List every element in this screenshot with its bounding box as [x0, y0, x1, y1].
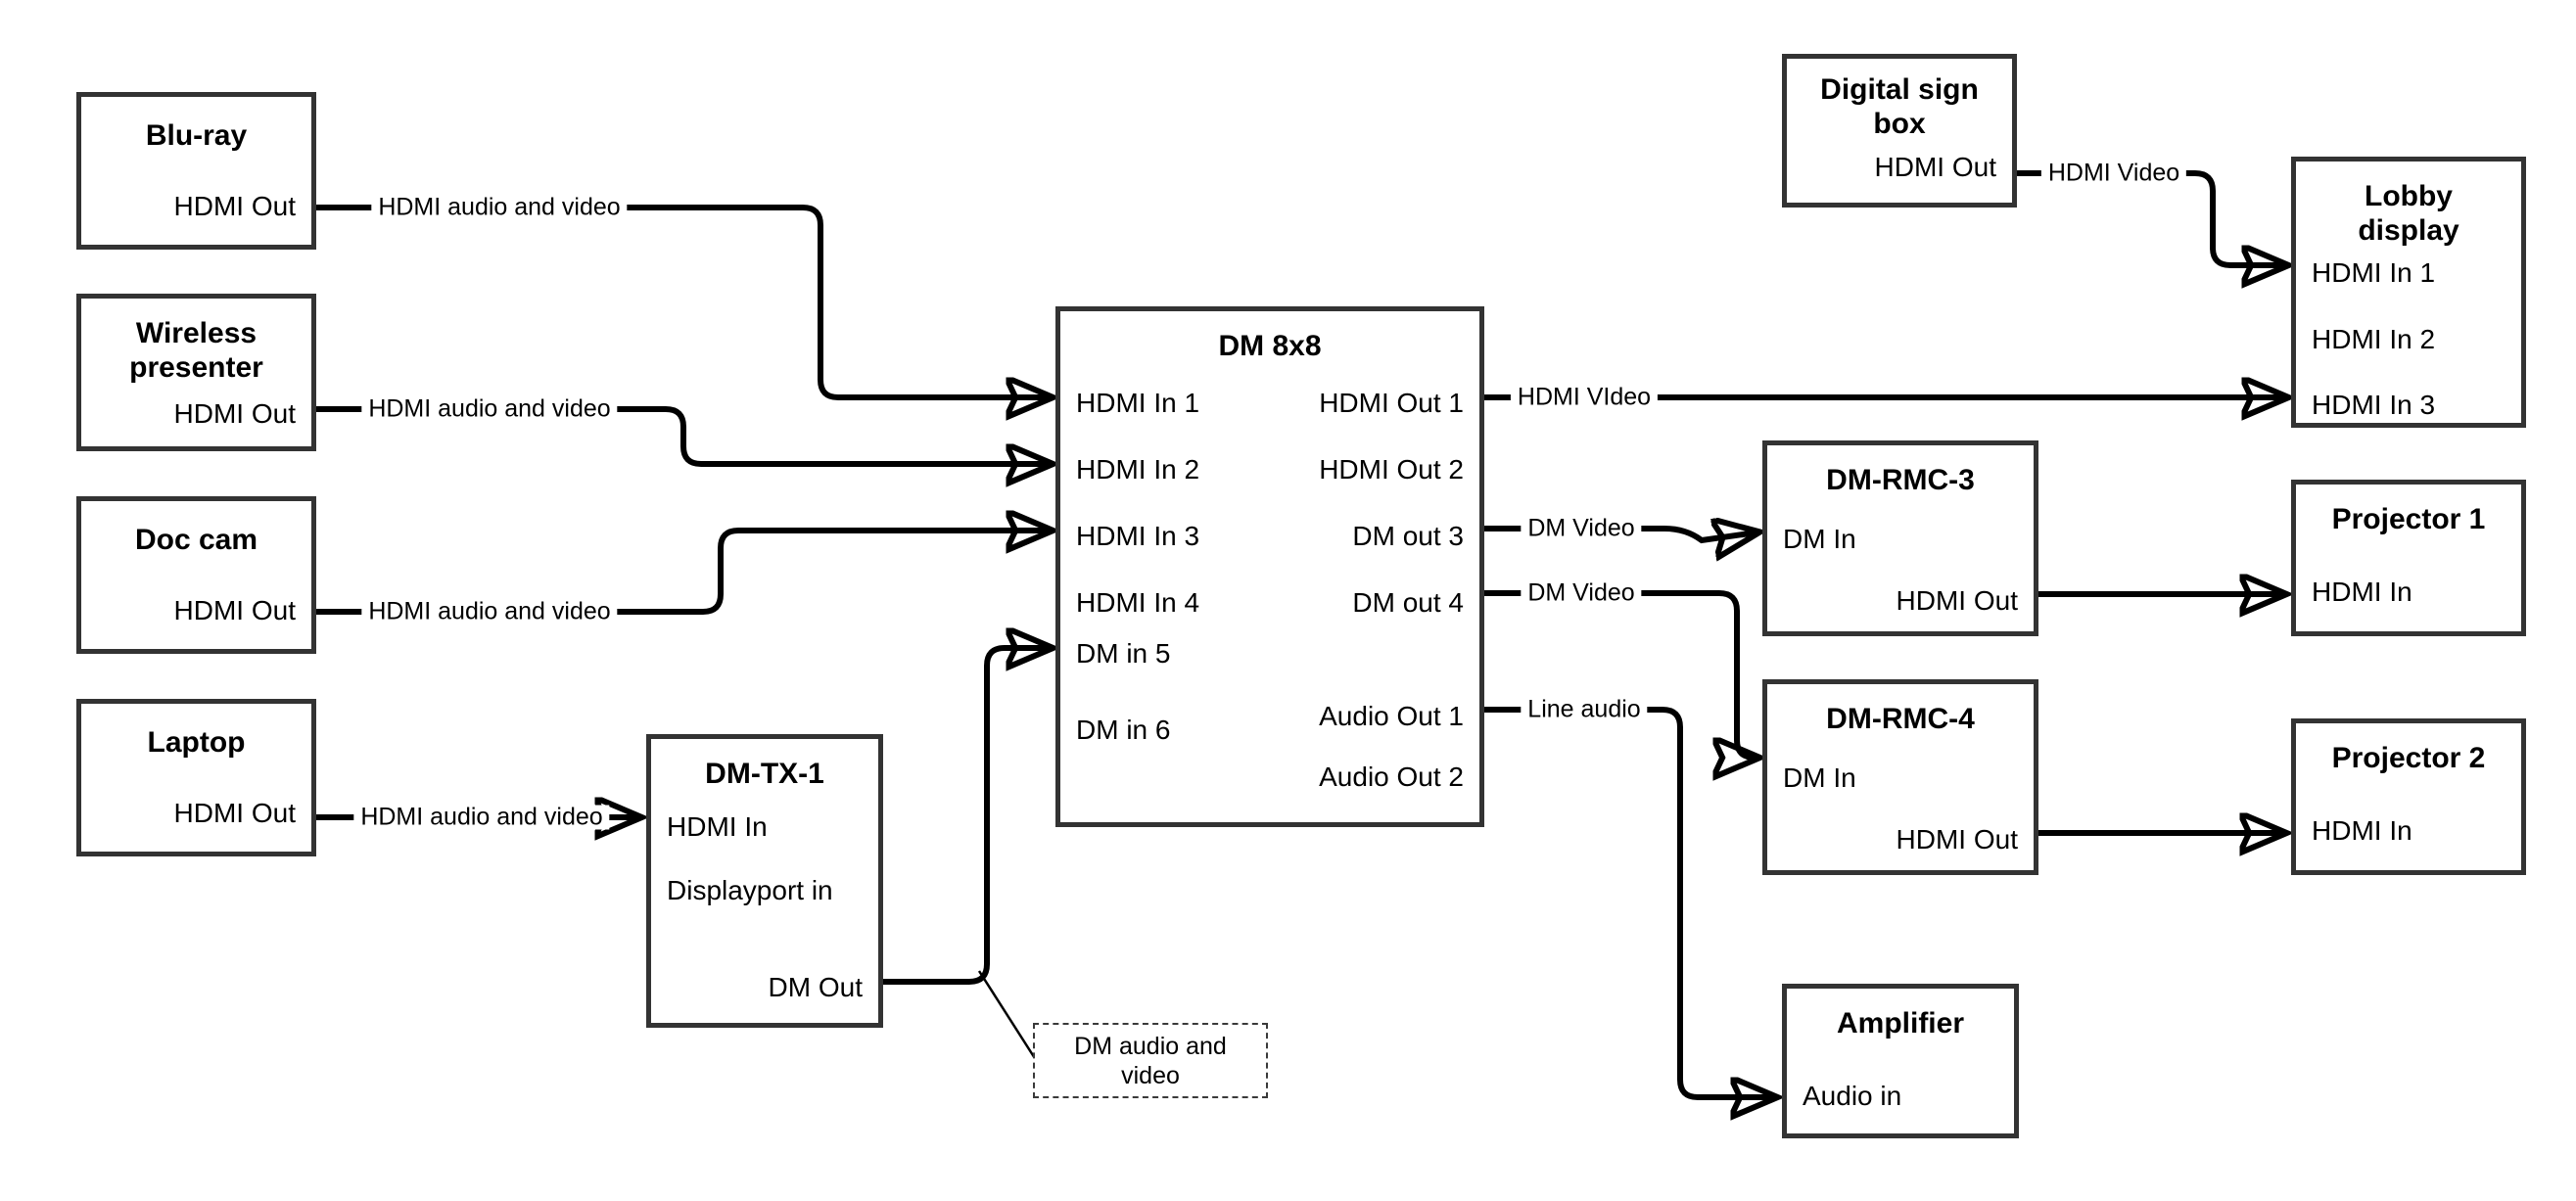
wire-dmtx1-to-dm-in5	[883, 648, 1050, 985]
wire-digitalsign-to-lobby-in1	[2017, 170, 2285, 265]
edge-label-digital-sign: HDMI Video	[2040, 161, 2187, 186]
dm-rmc-4-port-hdmi-out[interactable]: HDMI Out	[1896, 824, 2018, 855]
edge-label-hdmi-out1: HDMI VIdeo	[1510, 385, 1659, 410]
dm-rmc-3-port-dm-in[interactable]: DM In	[1783, 524, 1856, 554]
node-dm-rmc-3[interactable]: DM-RMC-3 DM In HDMI Out	[1762, 440, 2038, 636]
edge-label-wireless: HDMI audio and video	[361, 396, 618, 422]
doc-cam-title: Doc cam	[134, 524, 258, 556]
dm-rmc-4-port-dm-in[interactable]: DM In	[1783, 762, 1856, 793]
laptop-title: Laptop	[147, 726, 246, 759]
doc-cam-port-hdmi-out[interactable]: HDMI Out	[173, 595, 296, 625]
leader-line-dm-audio-video	[977, 970, 1040, 1064]
node-doc-cam[interactable]: Doc cam HDMI Out	[76, 496, 316, 654]
dm-8x8-output-audio-out-2[interactable]: Audio Out 2	[1319, 762, 1464, 792]
dm-8x8-output-dm-out-3[interactable]: DM out 3	[1352, 521, 1464, 551]
node-dm-8x8[interactable]: DM 8x8 HDMI In 1 HDMI In 2 HDMI In 3 HDM…	[1055, 306, 1484, 827]
bluray-title: Blu-ray	[145, 119, 248, 152]
node-projector-1[interactable]: Projector 1 HDMI In	[2291, 480, 2526, 636]
node-bluray[interactable]: Blu-ray HDMI Out	[76, 92, 316, 250]
lobby-display-port-hdmi-in-3[interactable]: HDMI In 3	[2312, 390, 2436, 420]
projector-1-title: Projector 1	[2331, 503, 2486, 535]
wire-audioout1-to-amplifier	[1484, 707, 1774, 1097]
node-digital-sign-box[interactable]: Digital sign box HDMI Out	[1782, 54, 2017, 208]
edge-label-bluray: HDMI audio and video	[371, 195, 628, 220]
dm-8x8-output-audio-out-1[interactable]: Audio Out 1	[1319, 701, 1464, 731]
projector-2-title: Projector 2	[2331, 742, 2486, 774]
note-dm-audio-and-video: DM audio and video	[1033, 1023, 1268, 1098]
dm-8x8-output-hdmi-out-1[interactable]: HDMI Out 1	[1319, 388, 1464, 418]
edge-label-laptop: HDMI audio and video	[353, 805, 610, 830]
dm-8x8-output-dm-out-4[interactable]: DM out 4	[1352, 587, 1464, 618]
digital-sign-box-title: Digital sign box	[1820, 73, 1979, 141]
lobby-display-title: Lobby display	[2358, 180, 2459, 248]
bluray-port-hdmi-out[interactable]: HDMI Out	[173, 191, 296, 221]
wire-dmout3-to-rmc3	[1484, 529, 1756, 540]
dm-8x8-input-hdmi-in-2[interactable]: HDMI In 2	[1076, 454, 1200, 485]
wire-dmout4-to-rmc4	[1484, 590, 1756, 758]
laptop-port-hdmi-out[interactable]: HDMI Out	[173, 798, 296, 828]
node-amplifier[interactable]: Amplifier Audio in	[1782, 984, 2019, 1138]
digital-sign-box-port-hdmi-out[interactable]: HDMI Out	[1874, 152, 1996, 182]
wire-wireless-to-hdmi-in2	[316, 406, 1050, 464]
edge-label-audio-out1: Line audio	[1521, 697, 1648, 722]
dm-rmc-4-title: DM-RMC-4	[1826, 703, 1975, 735]
dm-8x8-input-dm-in-5[interactable]: DM in 5	[1076, 638, 1171, 669]
dm-rmc-3-title: DM-RMC-3	[1826, 464, 1975, 496]
projector-1-port-hdmi-in[interactable]: HDMI In	[2312, 577, 2412, 607]
dm-tx-1-port-dm-out[interactable]: DM Out	[768, 972, 863, 1002]
node-dm-rmc-4[interactable]: DM-RMC-4 DM In HDMI Out	[1762, 679, 2038, 875]
wire-bluray-to-hdmi-in1	[316, 205, 1050, 397]
dm-8x8-input-dm-in-6[interactable]: DM in 6	[1076, 715, 1171, 745]
dm-tx-1-port-hdmi-in[interactable]: HDMI In	[667, 811, 768, 842]
edge-label-doccam: HDMI audio and video	[361, 599, 618, 624]
dm-8x8-output-hdmi-out-2[interactable]: HDMI Out 2	[1319, 454, 1464, 485]
edge-label-dm-out3: DM Video	[1521, 516, 1642, 541]
dm-8x8-input-hdmi-in-1[interactable]: HDMI In 1	[1076, 388, 1200, 418]
wire-doccam-to-hdmi-in3	[316, 531, 1050, 615]
dm-8x8-title: DM 8x8	[1218, 330, 1322, 362]
node-projector-2[interactable]: Projector 2 HDMI In	[2291, 718, 2526, 875]
node-dm-tx-1[interactable]: DM-TX-1 HDMI In Displayport in DM Out	[646, 734, 883, 1028]
dm-8x8-input-hdmi-in-4[interactable]: HDMI In 4	[1076, 587, 1200, 618]
amplifier-title: Amplifier	[1836, 1007, 1965, 1039]
wireless-presenter-port-hdmi-out[interactable]: HDMI Out	[173, 398, 296, 429]
lobby-display-port-hdmi-in-1[interactable]: HDMI In 1	[2312, 257, 2436, 288]
dm-8x8-input-hdmi-in-3[interactable]: HDMI In 3	[1076, 521, 1200, 551]
dm-tx-1-title: DM-TX-1	[705, 758, 824, 790]
dm-rmc-3-port-hdmi-out[interactable]: HDMI Out	[1896, 585, 2018, 616]
node-lobby-display[interactable]: Lobby display HDMI In 1 HDMI In 2 HDMI I…	[2291, 157, 2526, 428]
node-laptop[interactable]: Laptop HDMI Out	[76, 699, 316, 856]
dm-tx-1-port-displayport-in[interactable]: Displayport in	[667, 875, 833, 905]
lobby-display-port-hdmi-in-2[interactable]: HDMI In 2	[2312, 324, 2436, 354]
projector-2-port-hdmi-in[interactable]: HDMI In	[2312, 815, 2412, 846]
edge-label-dm-out4: DM Video	[1521, 580, 1642, 606]
amplifier-port-audio-in[interactable]: Audio in	[1803, 1081, 1902, 1111]
node-wireless-presenter[interactable]: Wireless presenter HDMI Out	[76, 294, 316, 451]
wireless-presenter-title: Wireless presenter	[129, 317, 263, 385]
